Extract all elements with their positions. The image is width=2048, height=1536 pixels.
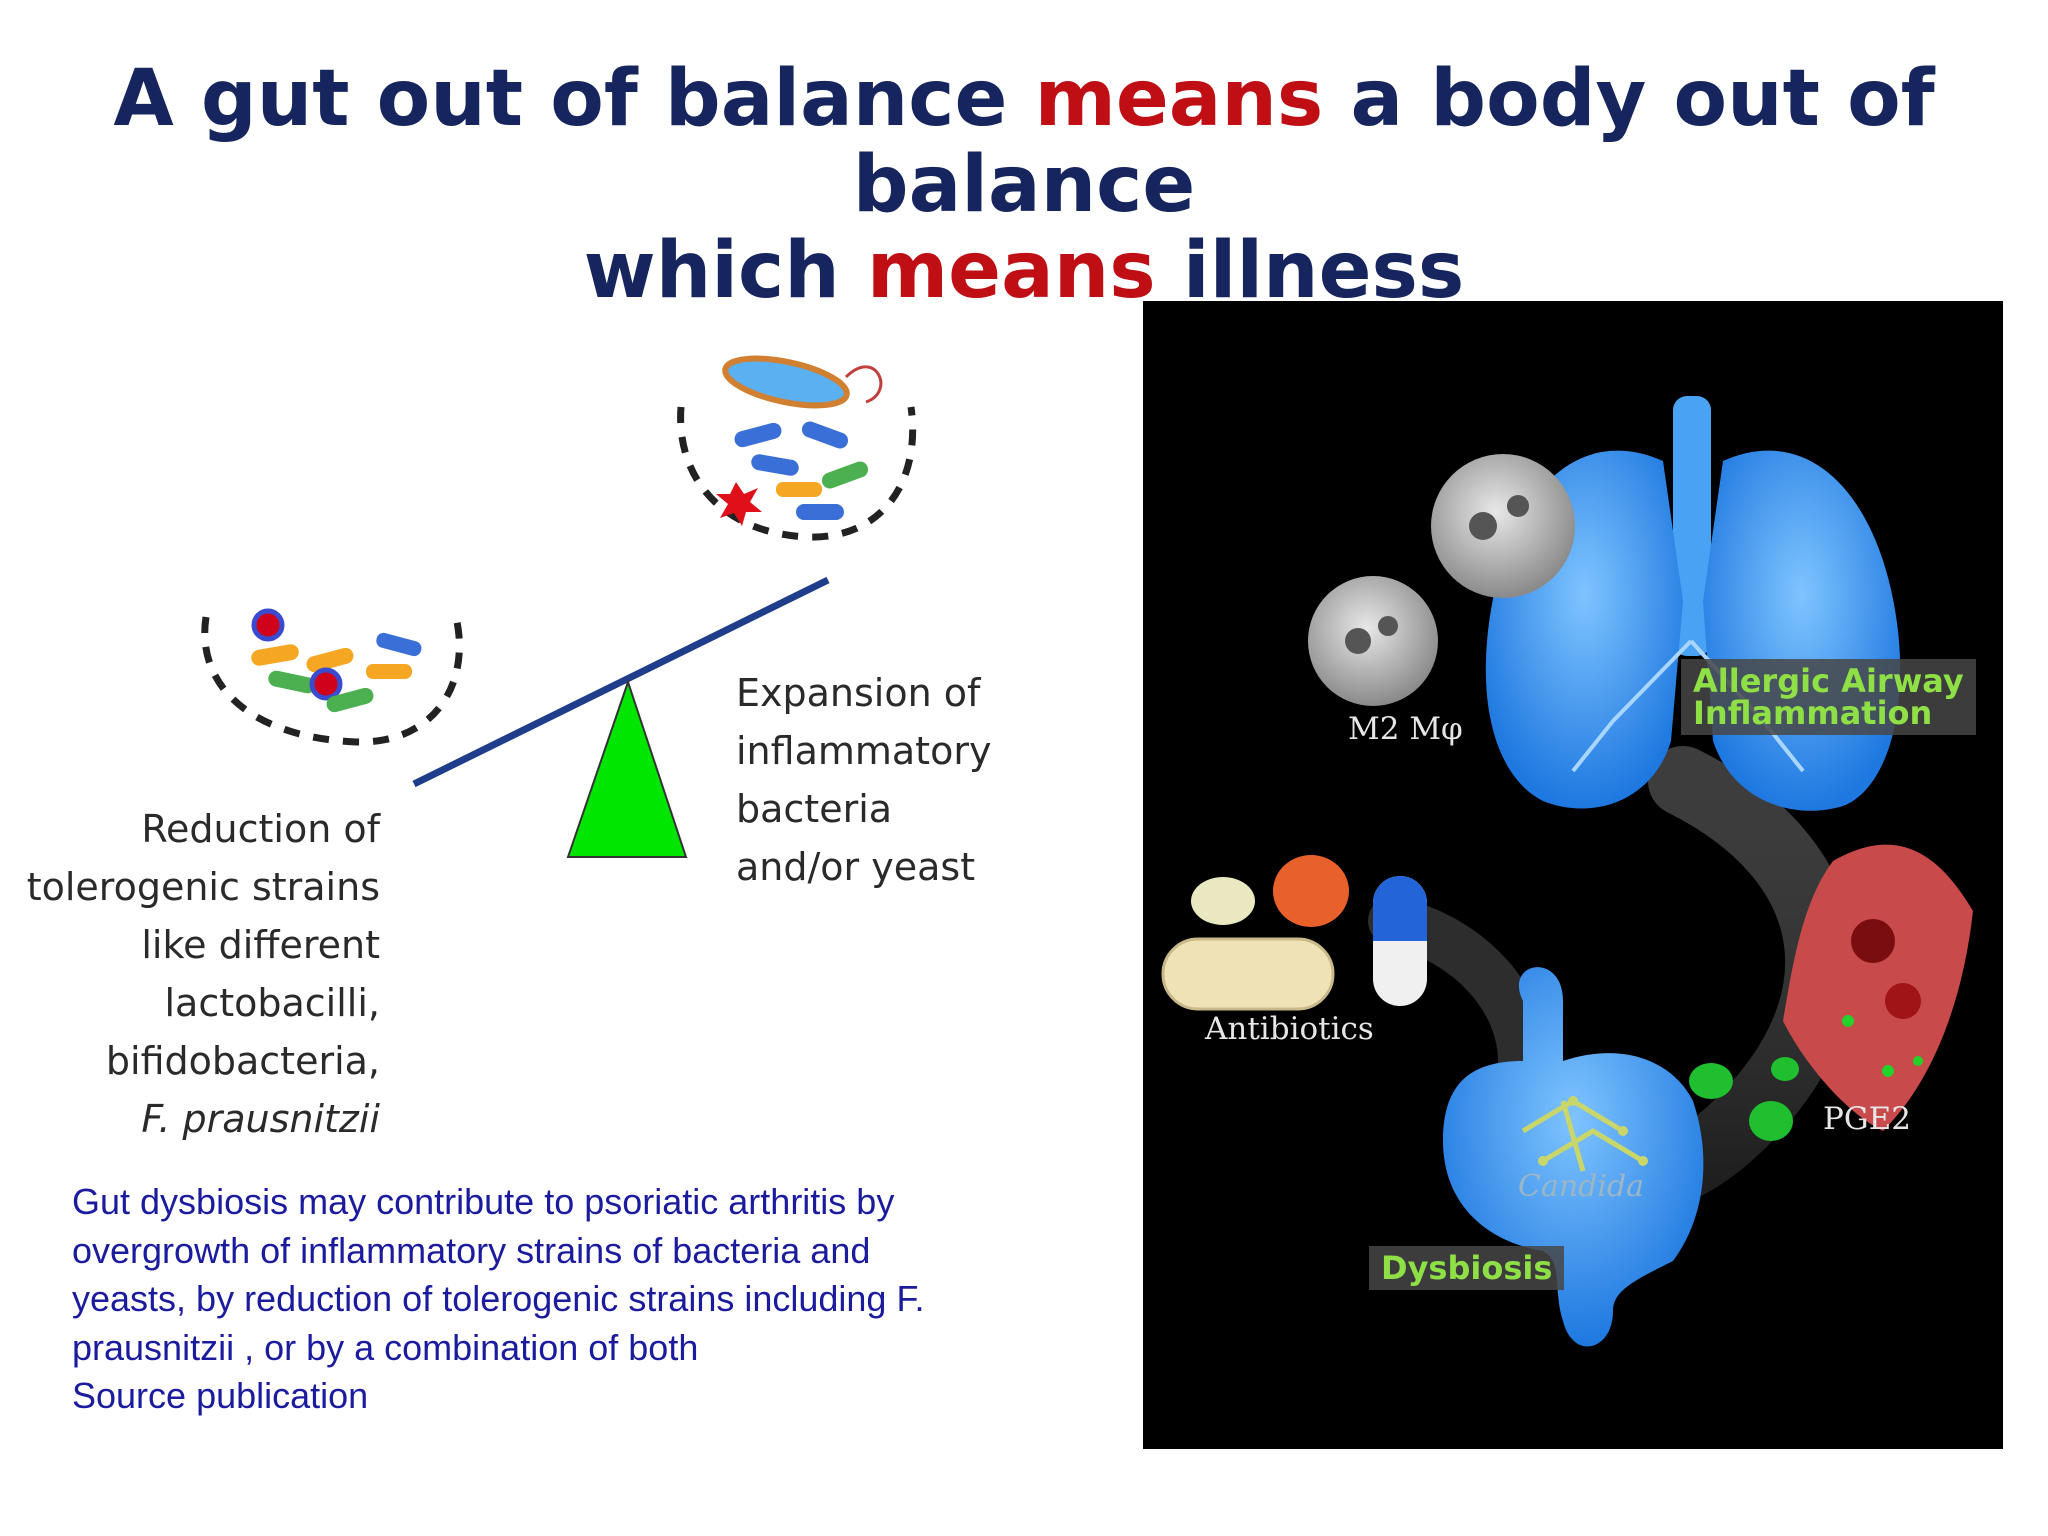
expansion-label-line: inflammatory xyxy=(736,729,992,773)
pge2-molecules xyxy=(1689,1057,1799,1141)
reduction-label-line: like different xyxy=(141,923,380,967)
pge2-label: PGE2 xyxy=(1823,1101,1911,1137)
right-bowl xyxy=(677,406,917,541)
antibiotics-label: Antibiotics xyxy=(1205,1011,1374,1047)
antibiotic-pills xyxy=(1161,855,1427,1011)
title-line-2: which means illness xyxy=(0,228,2048,314)
figure-caption: Gut dysbiosis may contribute to psoriati… xyxy=(72,1178,1052,1421)
title-highlight: means xyxy=(866,226,1156,316)
reduction-label-line: bifidobacteria, xyxy=(105,1039,380,1083)
m2-macrophage-label: M2 Mφ xyxy=(1348,711,1463,747)
seesaw-beam xyxy=(412,576,830,788)
dysbiosis-label: Dysbiosis xyxy=(1369,1246,1565,1290)
inflammatory-bacteria xyxy=(716,355,883,526)
blood-vessel xyxy=(1783,844,1973,1131)
intestine-illustration xyxy=(1443,967,1704,1347)
title-highlight: means xyxy=(1034,54,1324,144)
macrophage-cells xyxy=(1308,454,1575,706)
title-text: a body out of balance xyxy=(852,54,1935,230)
title-line-1: A gut out of balance means a body out of… xyxy=(0,56,2048,228)
source-publication-link[interactable]: Source publication xyxy=(72,1375,369,1416)
gut-lung-illustration xyxy=(1161,396,1973,1347)
expansion-label-line: bacteria xyxy=(736,787,893,831)
slide-title: A gut out of balance means a body out of… xyxy=(0,56,2048,314)
caption-line: yeasts, by reduction of tolerogenic stra… xyxy=(72,1278,925,1319)
title-text: which xyxy=(583,226,867,316)
tolerogenic-bacteria xyxy=(251,608,422,713)
title-text: illness xyxy=(1155,226,1465,316)
title-text: A gut out of balance xyxy=(113,54,1035,144)
reduction-label: Reduction of tolerogenic strains like di… xyxy=(16,800,380,1148)
reduction-label-species: F. prausnitzii xyxy=(141,1097,380,1141)
seesaw-figure: Reduction of tolerogenic strains like di… xyxy=(16,352,1006,1142)
reduction-label-line: Reduction of xyxy=(141,807,380,851)
reduction-label-line: lactobacilli, xyxy=(164,981,381,1025)
expansion-label-line: Expansion of xyxy=(736,671,981,715)
caption-line: Gut dysbiosis may contribute to psoriati… xyxy=(72,1181,895,1222)
seesaw-illustration xyxy=(201,355,917,858)
allergic-airway-label: Allergic Airway Inflammation xyxy=(1681,659,1976,735)
expansion-label: Expansion of inflammatory bacteria and/o… xyxy=(736,664,1036,896)
candida-label: Candida xyxy=(1518,1169,1645,1204)
left-bowl xyxy=(201,616,463,746)
reduction-label-line: tolerogenic strains xyxy=(26,865,380,909)
gut-lung-axis-figure: M2 Mφ Allergic Airway Inflammation Antib… xyxy=(1143,301,2003,1449)
caption-line: prausnitzii , or by a combination of bot… xyxy=(72,1326,699,1368)
caption-line: overgrowth of inflammatory strains of ba… xyxy=(72,1229,871,1271)
seesaw-fulcrum xyxy=(566,678,688,858)
expansion-label-line: and/or yeast xyxy=(736,845,976,889)
